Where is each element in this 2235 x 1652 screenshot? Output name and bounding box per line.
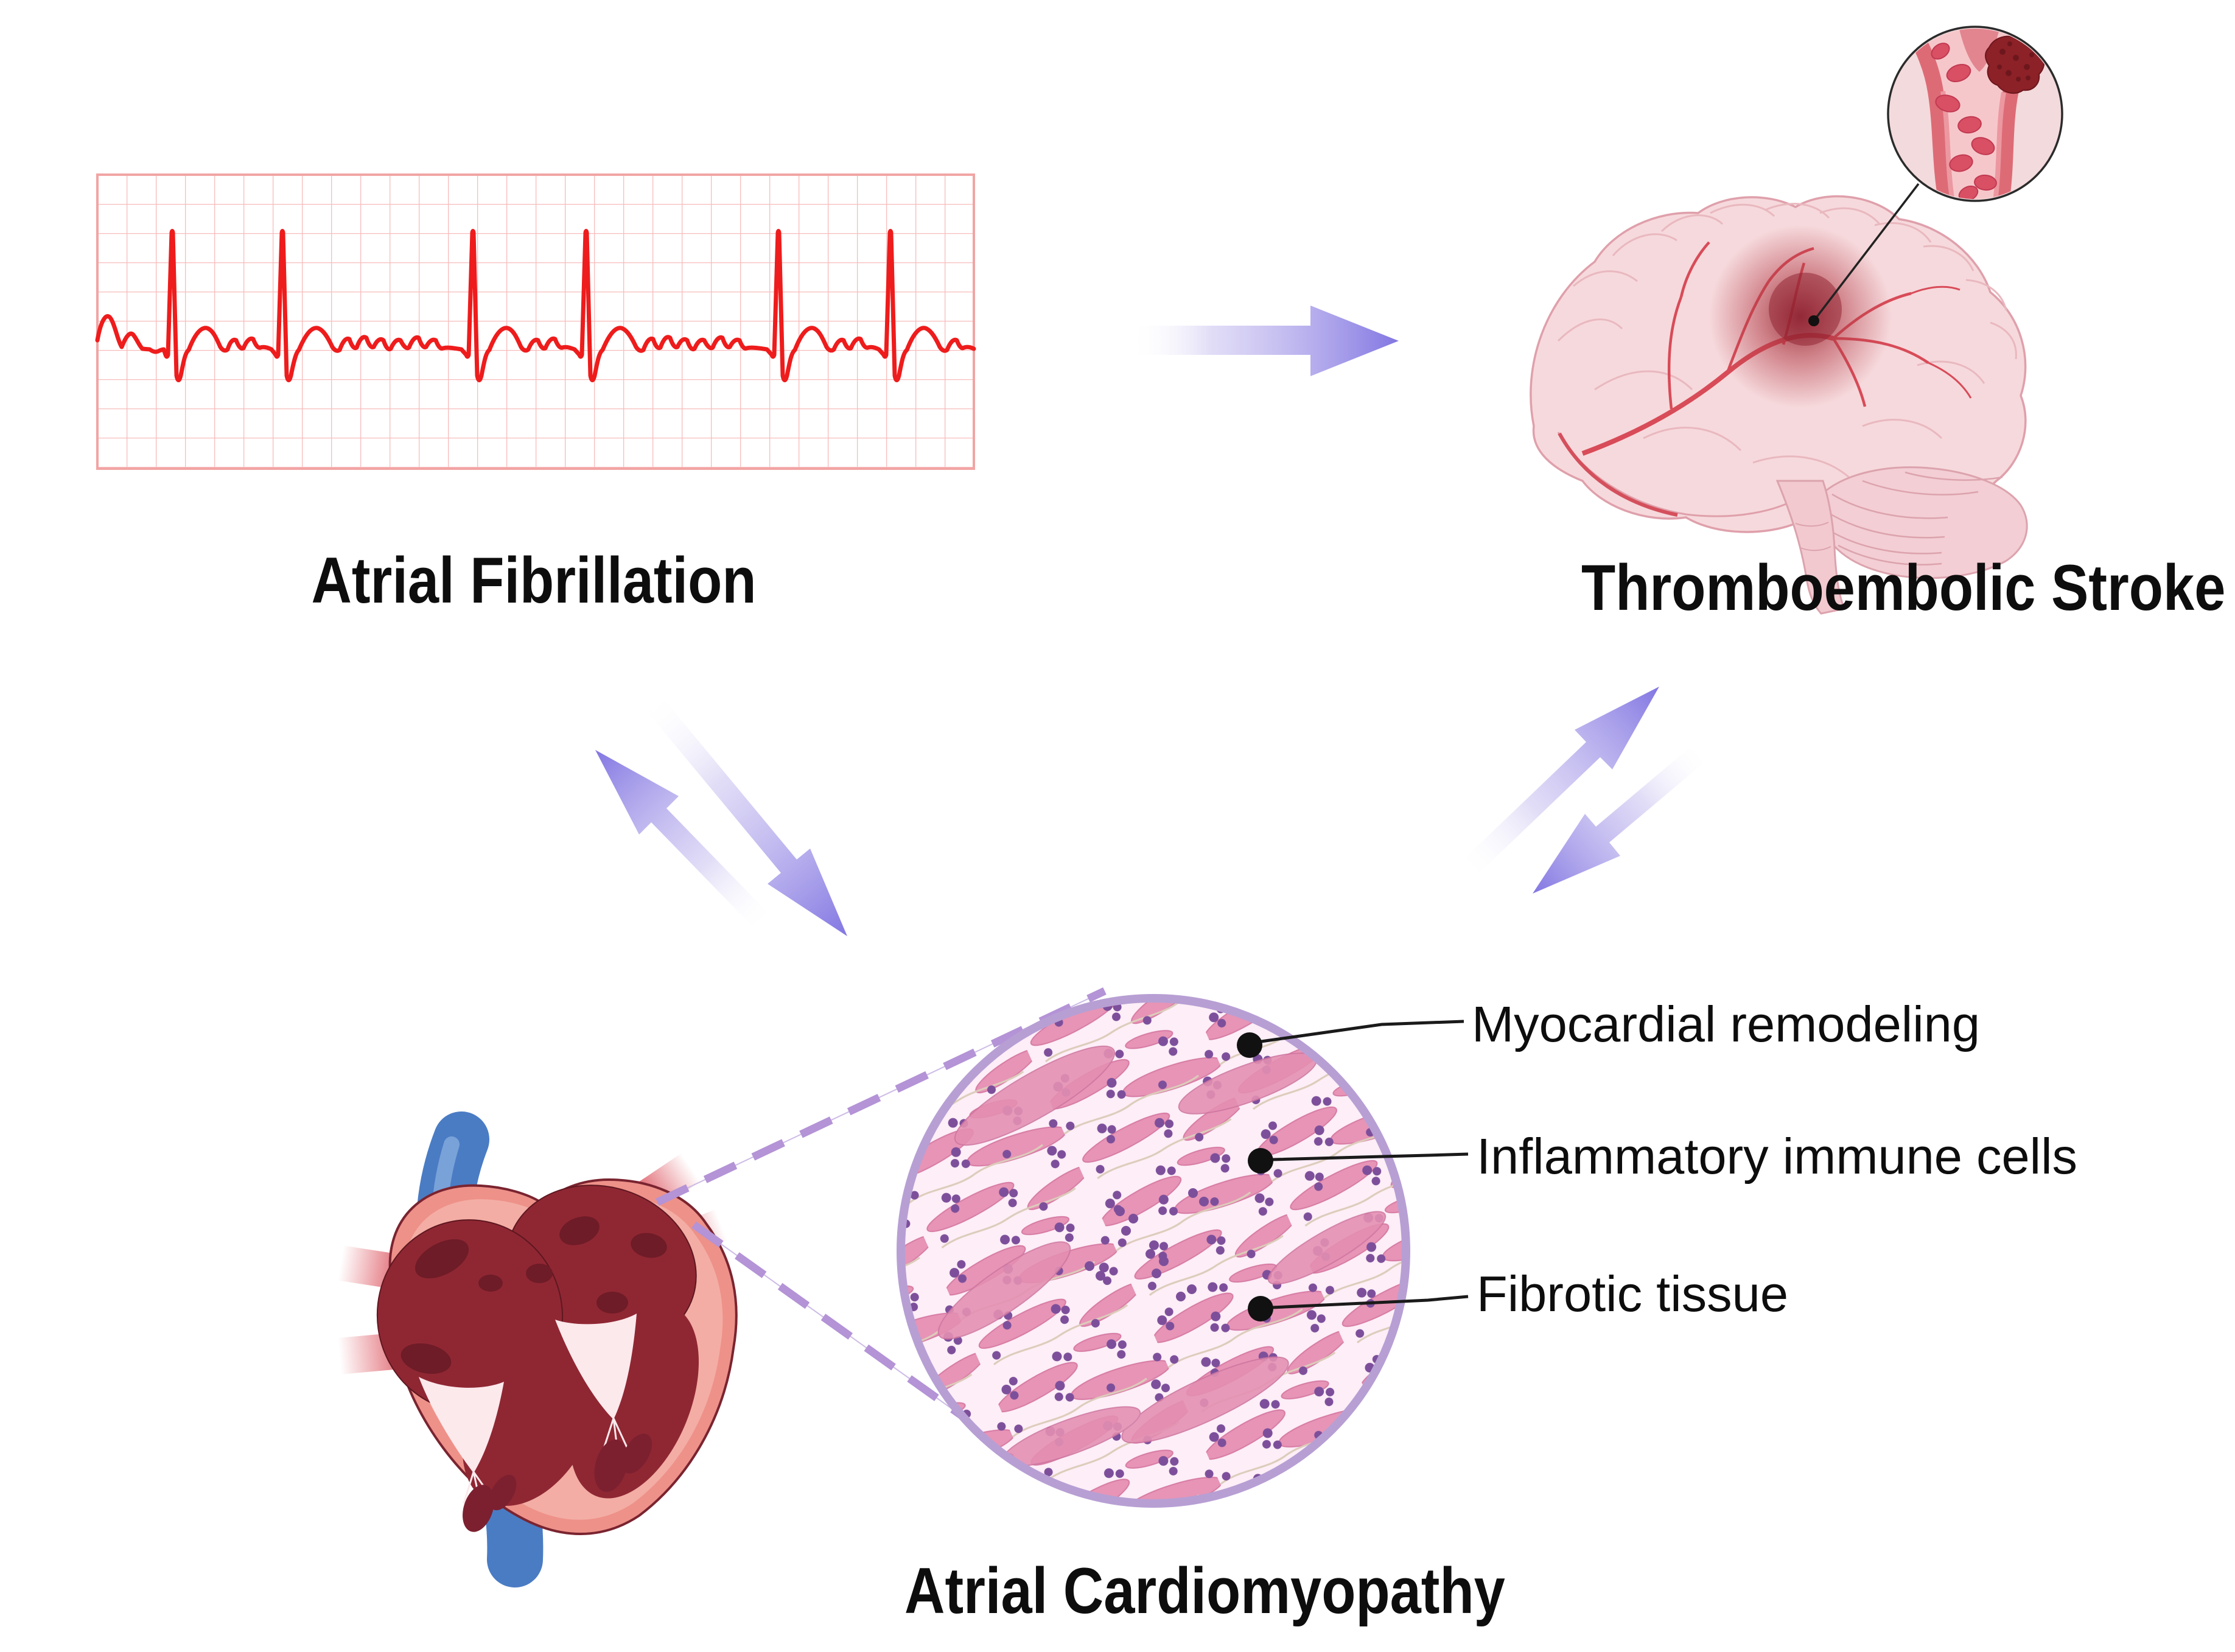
inset-pointer-line [1813, 183, 1920, 322]
callout-label-myocardial-remodeling: Myocardial remodeling [1472, 996, 1980, 1052]
tricuspid-valve [419, 1377, 504, 1473]
ecg-strip-icon [95, 173, 976, 470]
brain-icon [1530, 26, 2063, 615]
mitral-valve [555, 1314, 637, 1419]
histology-magnifier-icon [897, 994, 1410, 1508]
red-blood-cells [1931, 43, 1997, 199]
stroke-title: Thromboembolic Stroke [1581, 551, 2226, 624]
afib-title: Atrial Fibrillation [311, 544, 757, 617]
heart-cross-section-icon [321, 1111, 738, 1587]
brainstem [1775, 480, 1846, 615]
vessel-clot-inset-icon [1887, 26, 2063, 202]
callout-lines [1256, 1020, 1469, 1309]
callout-dots [1237, 1032, 1273, 1321]
exchange-arrows-left-icon [595, 692, 847, 936]
inset-pointer-dot [1808, 315, 1819, 326]
cardiomyopathy-title: Atrial Cardiomyopathy [904, 1554, 1505, 1627]
right-arrow-icon [1131, 306, 1399, 376]
callout-label-inflammatory-immune-cells: Inflammatory immune cells [1477, 1128, 2078, 1185]
callout-label-fibrotic-tissue: Fibrotic tissue [1477, 1265, 1788, 1322]
right-ventricle [462, 1333, 600, 1506]
exchange-arrows-right-icon [1458, 687, 1710, 894]
ecg-trace [95, 229, 976, 382]
cerebellum [1819, 466, 2028, 579]
